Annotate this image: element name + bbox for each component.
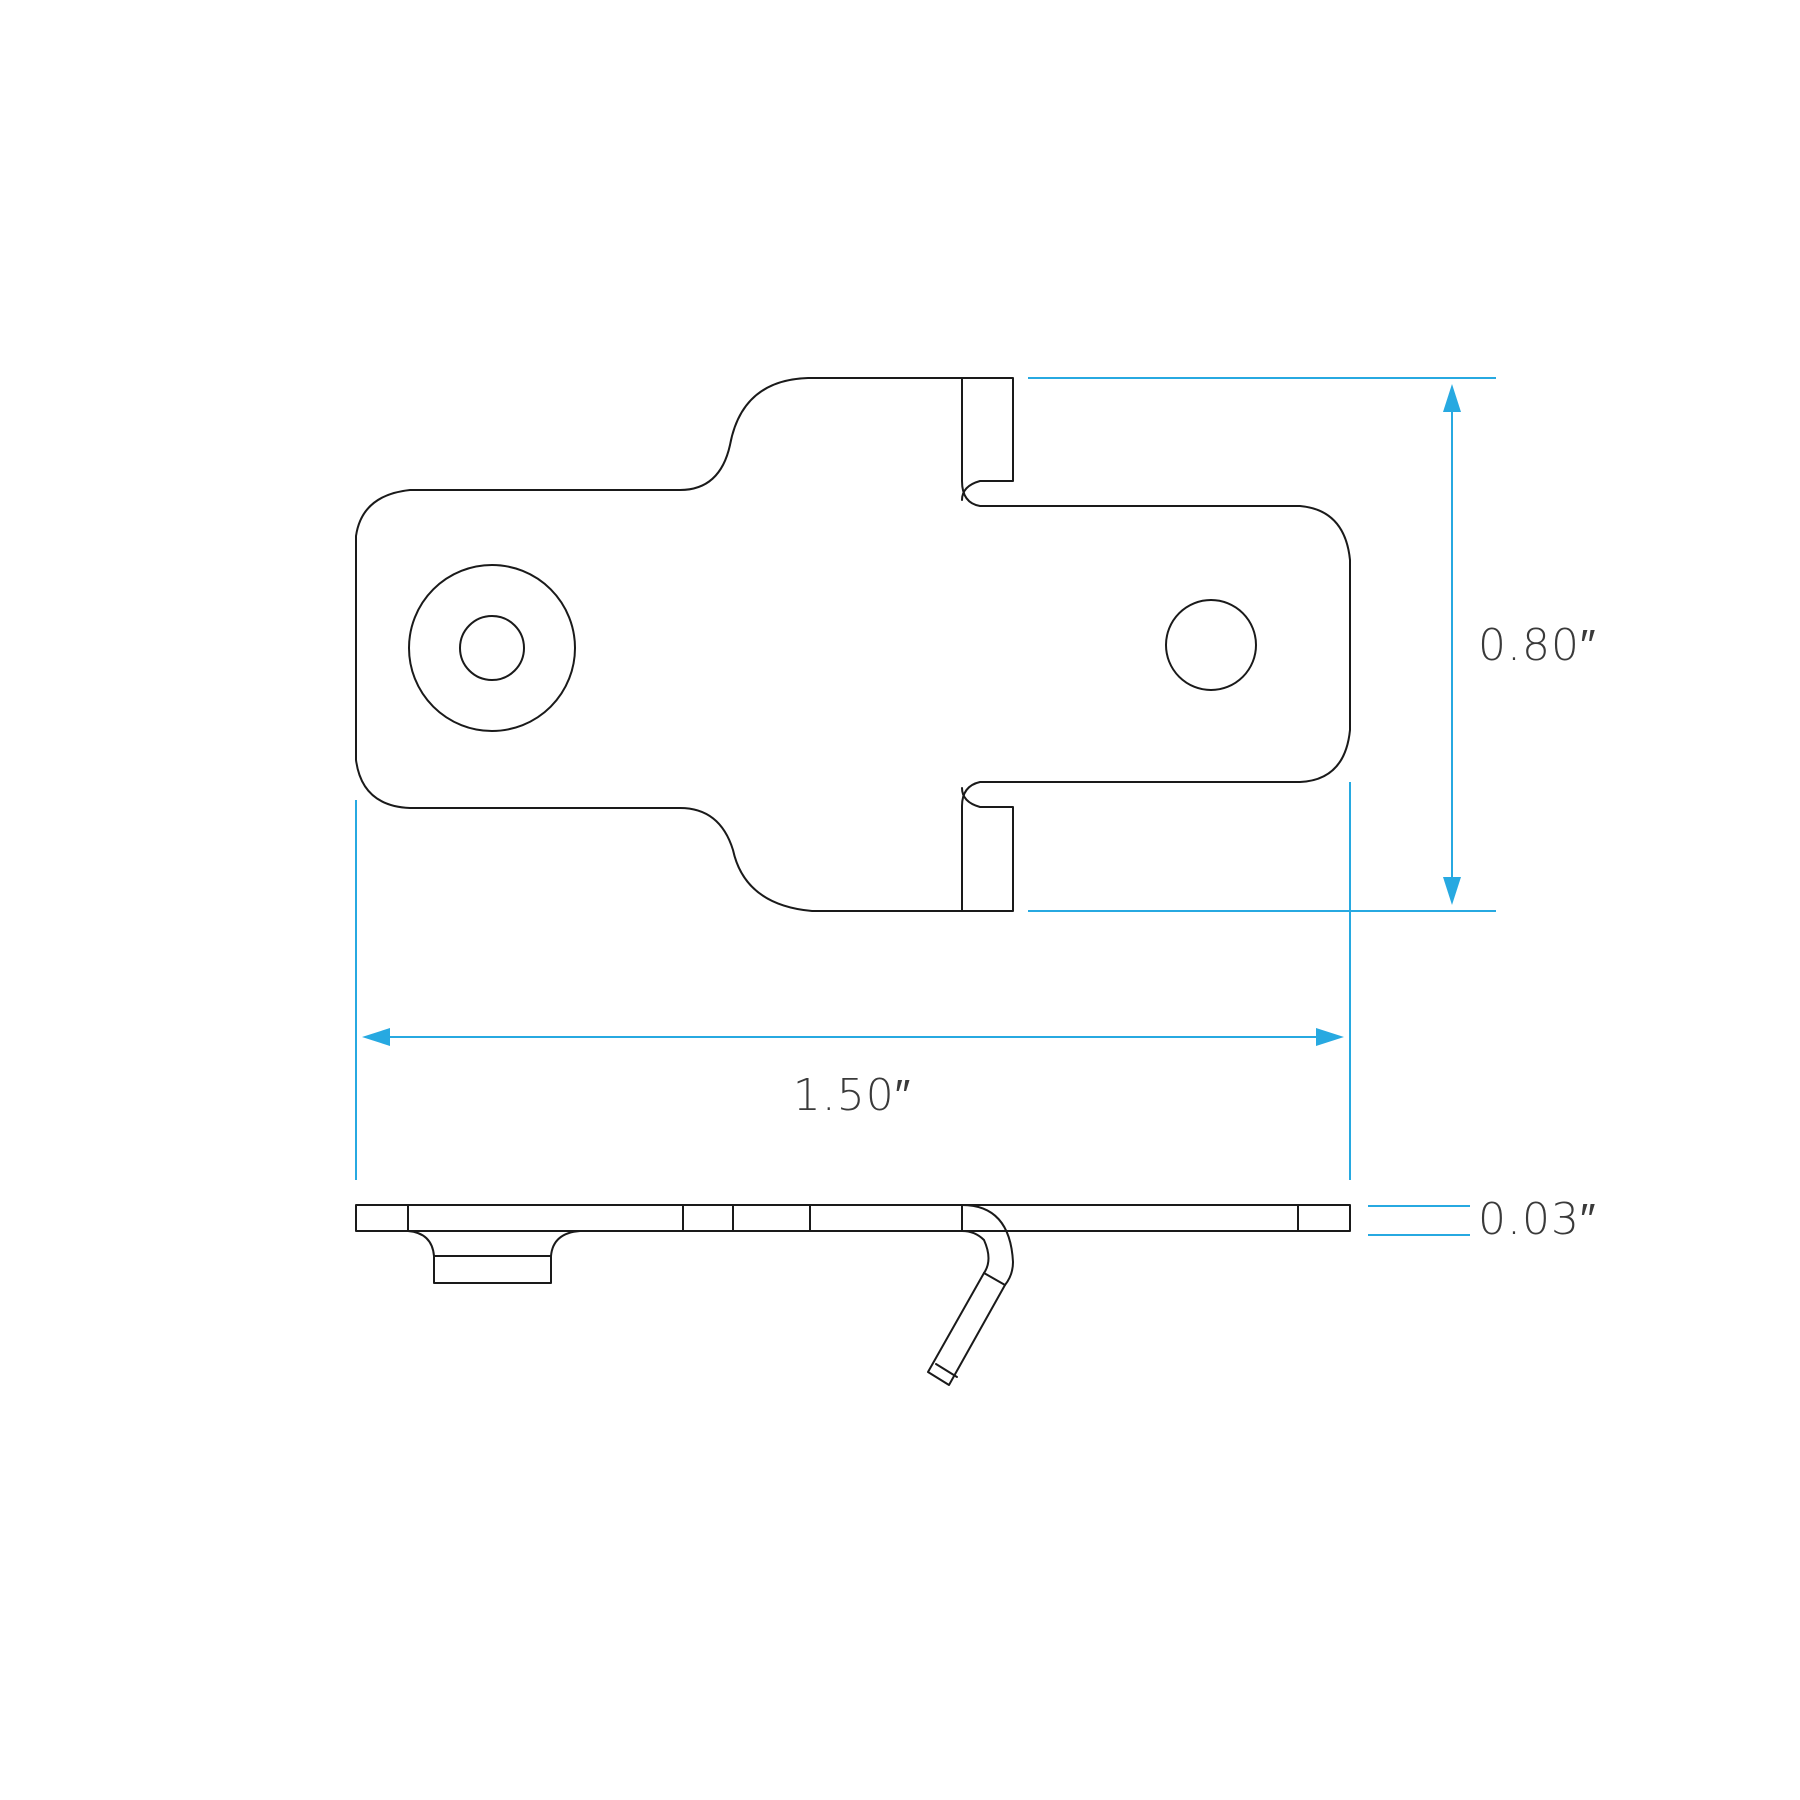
top-view bbox=[355, 377, 1351, 912]
top-tab-lower bbox=[961, 787, 1014, 912]
right-hole bbox=[1165, 599, 1257, 691]
side-view bbox=[355, 1204, 1351, 1386]
top-view-outline bbox=[355, 377, 1351, 912]
width-arrow-left bbox=[362, 1028, 390, 1046]
side-view-plate bbox=[355, 1204, 1351, 1232]
width-dimension: 1.50″ bbox=[355, 782, 1351, 1180]
thickness-dimension-label: 0.03″ bbox=[1478, 1194, 1597, 1245]
side-view-hook-tip bbox=[935, 1363, 958, 1378]
height-dimension: 0.80″ bbox=[1028, 377, 1597, 912]
height-arrow-bottom bbox=[1443, 877, 1461, 905]
height-dimension-label: 0.80″ bbox=[1478, 620, 1597, 671]
side-view-hook-joint bbox=[983, 1272, 1006, 1286]
width-arrow-right bbox=[1316, 1028, 1344, 1046]
width-dimension-label: 1.50″ bbox=[793, 1070, 912, 1121]
top-tab-upper bbox=[961, 377, 1014, 501]
left-hole-inner bbox=[459, 615, 525, 681]
side-view-boss bbox=[407, 1230, 581, 1284]
side-view-hook bbox=[927, 1204, 1014, 1386]
left-hole-outer bbox=[408, 564, 576, 732]
thickness-dimension: 0.03″ bbox=[1368, 1194, 1597, 1245]
height-arrow-top bbox=[1443, 384, 1461, 412]
